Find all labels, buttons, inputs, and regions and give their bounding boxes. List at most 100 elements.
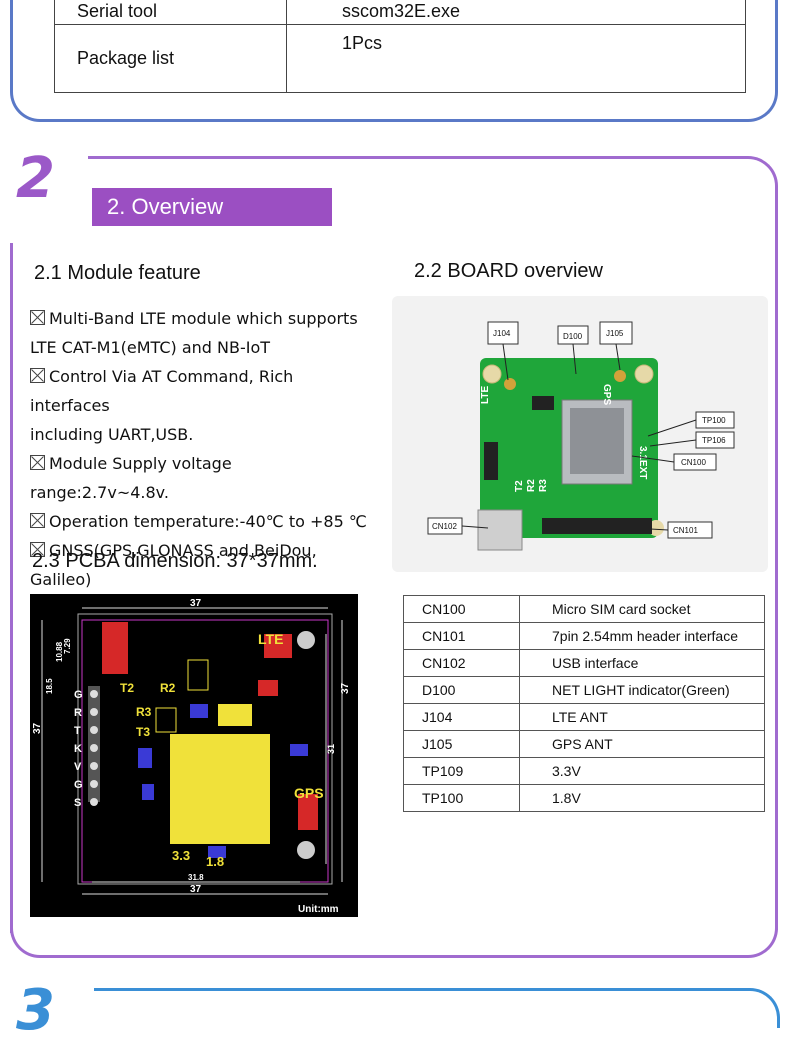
spec-table: Serial tool sscom32E.exe Package list 1P… — [54, 0, 746, 93]
table-cell: 3.3V — [519, 757, 765, 785]
pcba-dimension-drawing: G R T K V G S LTE GPS T2 R2 R3 T3 3.3 1.… — [30, 594, 358, 917]
table-cell: CN101 — [403, 622, 520, 650]
section-banner: 2. Overview — [92, 188, 332, 226]
text-label: GNSS(GPS,GLONASS and BeiDou, Galileo) — [30, 541, 317, 589]
drawing-label: 31.8 — [188, 873, 204, 882]
drawing-label: CN102 — [432, 522, 457, 531]
text-label: LTE CAT-M1(eMTC) and NB-IoT — [30, 338, 271, 357]
table-cell: CN102 — [403, 649, 520, 677]
table-row: Package list 1Pcs — [54, 24, 746, 93]
drawing-label: 37 — [190, 598, 202, 609]
list-item: including UART,USB. — [30, 420, 375, 449]
drawing-label: K — [74, 743, 82, 755]
drawing-label: R2 — [160, 681, 176, 695]
table-row: Serial tool sscom32E.exe — [54, 0, 746, 25]
text-label: including UART,USB. — [30, 425, 194, 444]
drawing-label: 18.5 — [45, 678, 54, 694]
drawing-label: T3 — [136, 725, 150, 739]
table-cell: GPS ANT — [519, 730, 765, 758]
drawing-label: V — [74, 761, 82, 773]
drawing-label: LTE — [480, 386, 491, 404]
drawing-label: 3.1EXT — [637, 446, 648, 479]
drawing-label: 10.88 — [55, 641, 64, 662]
table-cell: 7pin 2.54mm header interface — [519, 622, 765, 650]
drawing-label: 37 — [32, 722, 43, 734]
drawing-label: J105 — [606, 329, 624, 338]
board-title: 2.2 BOARD overview — [414, 260, 603, 282]
text-label: Module Supply voltage range:2.7v~4.8v. — [30, 454, 232, 502]
drawing-label: 31 — [326, 744, 336, 754]
spec-value: 1Pcs — [286, 24, 746, 93]
table-cell: LTE ANT — [519, 703, 765, 731]
checkbox-x-icon — [30, 368, 45, 383]
checkbox-x-icon — [30, 513, 45, 528]
drawing-label: CN101 — [673, 526, 698, 535]
feature-title: 2.1 Module feature — [34, 262, 201, 284]
drawing-label: R — [74, 707, 82, 719]
drawing-label: LTE — [258, 631, 283, 647]
list-item: Control Via AT Command, Rich interfaces — [30, 362, 375, 420]
section-border-corner — [736, 988, 780, 1028]
feature-list: Multi-Band LTE module which supports LTE… — [30, 304, 375, 594]
checkbox-x-icon — [30, 542, 45, 557]
drawing-label: TP100 — [702, 416, 726, 425]
drawing-label: GPS — [601, 384, 612, 405]
text-label: Control Via AT Command, Rich interfaces — [30, 367, 294, 415]
table-cell: Micro SIM card socket — [519, 595, 765, 623]
drawing-label: Unit:mm — [298, 904, 339, 915]
checkbox-x-icon — [30, 310, 45, 325]
list-item: Multi-Band LTE module which supports — [30, 304, 375, 333]
spec-value: sscom32E.exe — [286, 0, 746, 25]
table-cell: 1.8V — [519, 784, 765, 812]
table-cell: CN100 — [403, 595, 520, 623]
section-border-bottom — [10, 900, 778, 958]
drawing-label: G — [74, 779, 83, 791]
table-cell: TP100 — [403, 784, 520, 812]
drawing-label: T — [74, 725, 81, 737]
table-cell: TP109 — [403, 757, 520, 785]
table-cell: NET LIGHT indicator(Green) — [519, 676, 765, 704]
table-cell: J105 — [403, 730, 520, 758]
board-photo: LTE GPS 3.1EXT T2 R2 R3 J104 D100 J105 T… — [392, 296, 768, 572]
table-cell: D100 — [403, 676, 520, 704]
pcba-title: 2.3 PCBA dimension: 37*37mm. — [32, 550, 318, 572]
drawing-label: R2 — [526, 479, 537, 492]
section-number: 3 — [16, 978, 55, 1043]
drawing-label: G — [74, 689, 83, 701]
list-item: Module Supply voltage range:2.7v~4.8v. — [30, 449, 375, 507]
section-border-top — [94, 988, 744, 991]
section-number: 2 — [16, 146, 55, 211]
drawing-label: 3.3 — [172, 848, 190, 863]
table-cell: USB interface — [519, 649, 765, 677]
drawing-label: T2 — [514, 480, 525, 492]
drawing-label: TP106 — [702, 436, 726, 445]
section-border-left — [10, 243, 13, 933]
drawing-label: T2 — [120, 681, 134, 695]
drawing-label: CN100 — [681, 458, 706, 467]
checkbox-x-icon — [30, 455, 45, 470]
drawing-label: J104 — [493, 329, 511, 338]
list-item: Operation temperature:-40℃ to +85 ℃ — [30, 507, 375, 536]
drawing-label: 37 — [340, 682, 351, 694]
drawing-label: D100 — [563, 332, 583, 341]
drawing-label: 1.8 — [206, 854, 224, 869]
list-item: LTE CAT-M1(eMTC) and NB-IoT — [30, 333, 375, 362]
drawing-label: R3 — [538, 479, 549, 492]
table-cell: J104 — [403, 703, 520, 731]
text-label: Operation temperature:-40℃ to +85 ℃ — [49, 512, 367, 531]
drawing-label: GPS — [294, 785, 324, 801]
spec-section-frame — [10, 0, 778, 122]
section-border-top — [88, 156, 748, 159]
drawing-label: R3 — [136, 705, 152, 719]
drawing-label: 7.29 — [63, 638, 72, 654]
list-item: GNSS(GPS,GLONASS and BeiDou, Galileo) — [30, 536, 375, 594]
